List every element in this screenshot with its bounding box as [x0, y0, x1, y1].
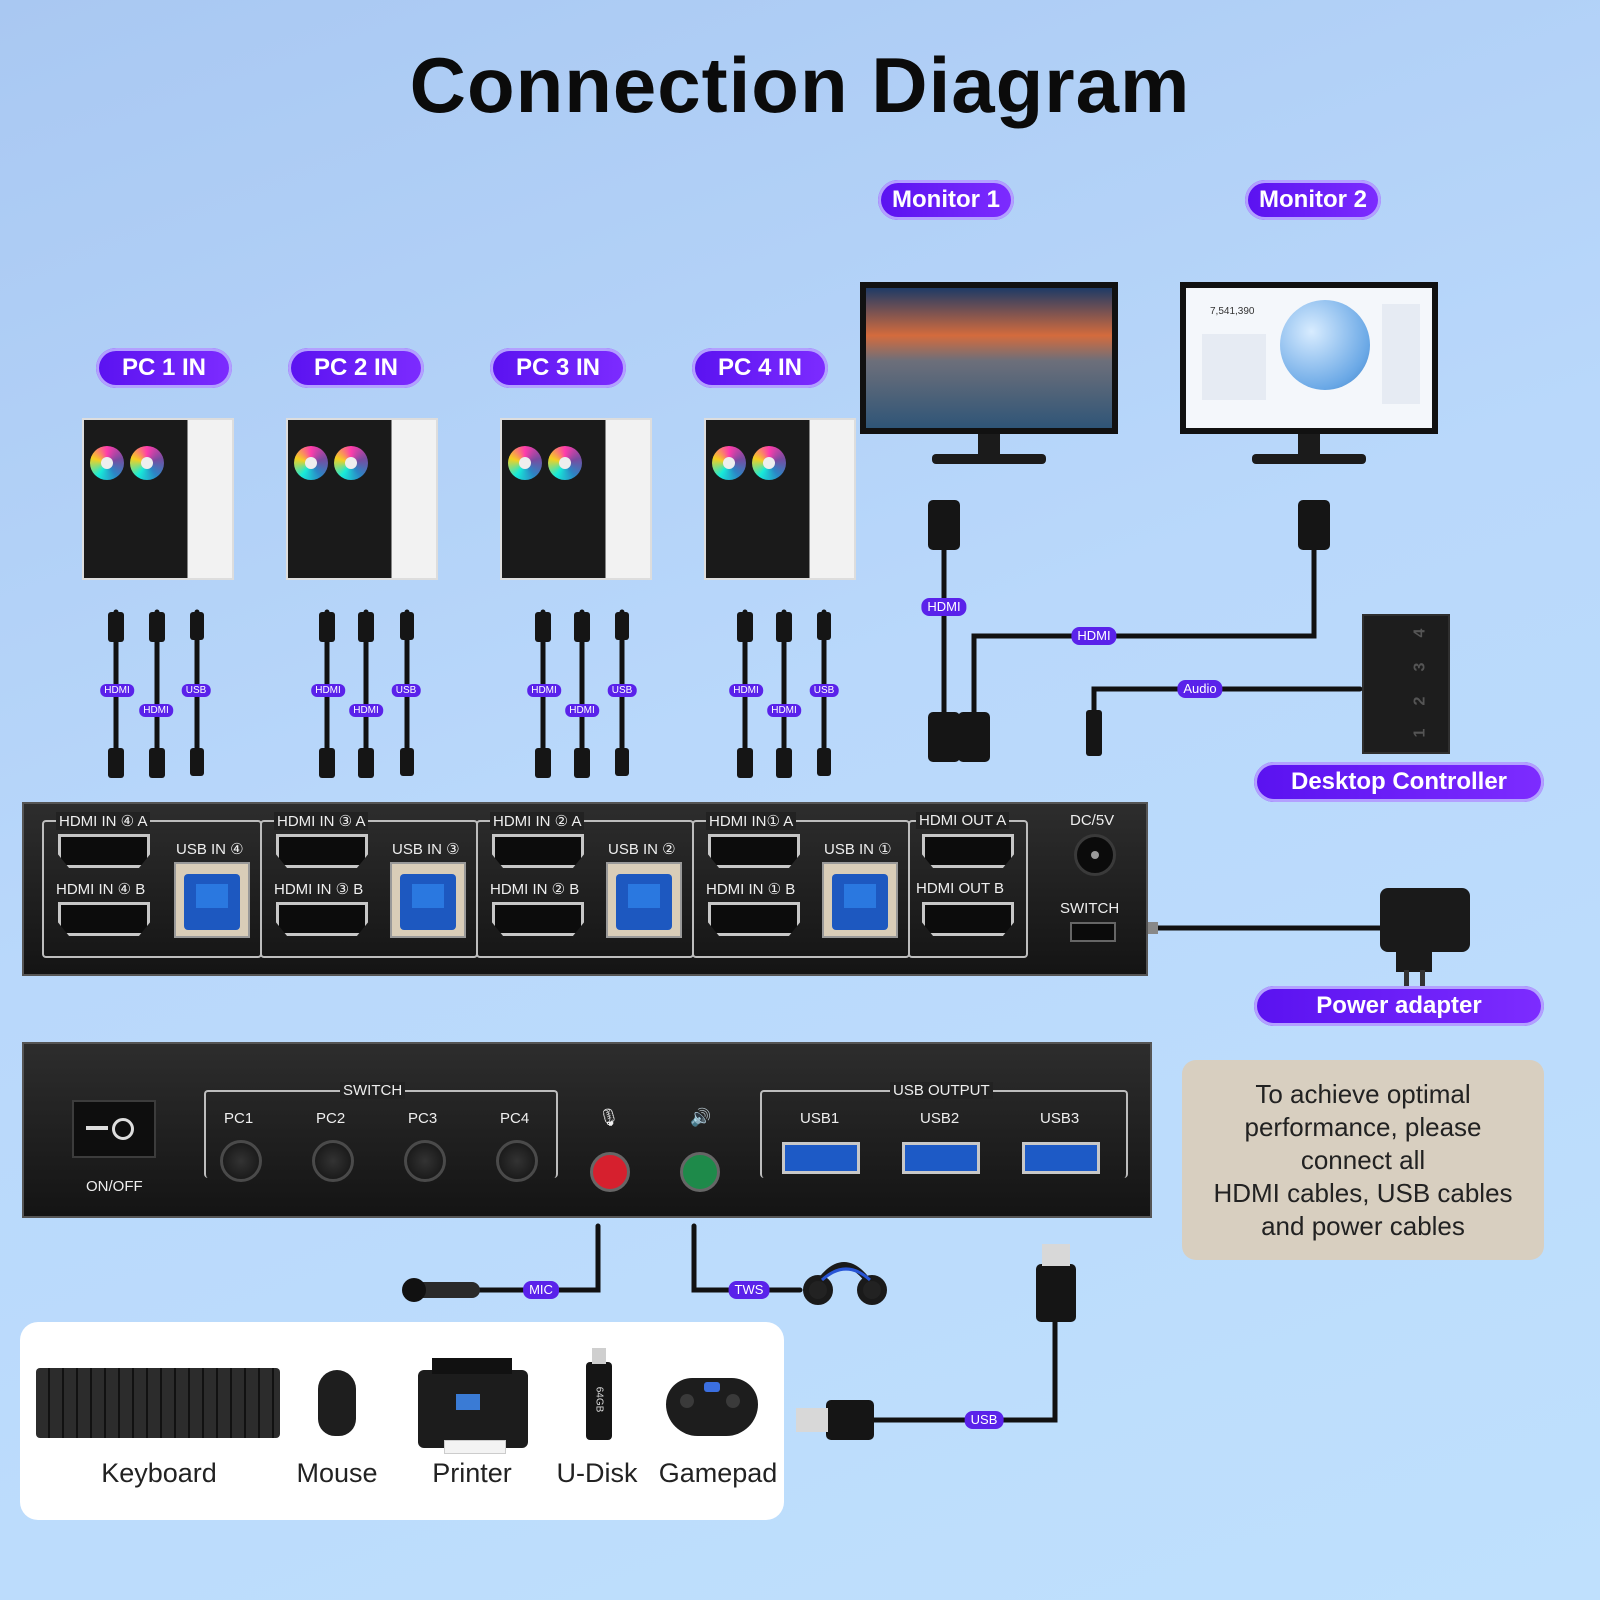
pc3-switch-button[interactable] — [404, 1140, 446, 1182]
pc1-usb-tag: USB — [181, 684, 211, 697]
pc2-switch-button[interactable] — [312, 1140, 354, 1182]
monitor-2-screen: 7,541,390 — [1180, 282, 1438, 434]
usb2-port[interactable] — [902, 1142, 980, 1174]
u-disk-label: U-Disk — [556, 1458, 638, 1488]
kvm-back-panel: HDMI IN ④ A HDMI IN ④ B USB IN ④ HDMI IN… — [22, 802, 1148, 976]
usb-peripheral-cable — [867, 1317, 1058, 1423]
headphones-icon — [803, 1262, 887, 1305]
pc-2-label: PC 2 IN — [288, 348, 424, 388]
pc-4-label: PC 4 IN — [692, 348, 828, 388]
keyboard-label: Keyboard — [101, 1458, 217, 1488]
hdmi-in-2b-port[interactable] — [492, 902, 584, 936]
usb-in-1-port[interactable] — [822, 862, 898, 938]
pc-3-label: PC 3 IN — [490, 348, 626, 388]
monitor-1 — [860, 282, 1118, 474]
pc3-hdmi-tag-b: HDMI — [565, 704, 599, 717]
hdmi-in-4b-port[interactable] — [58, 902, 150, 936]
hdmi-in-1a-port[interactable] — [708, 834, 800, 868]
pc2-hdmi-tag-a: HDMI — [311, 684, 345, 697]
pc4-switch-button[interactable] — [496, 1140, 538, 1182]
pc-connector-heads — [108, 612, 831, 778]
speaker-icon: 🔊 — [690, 1108, 712, 1127]
microphone-icon — [402, 1278, 480, 1302]
pc-3-tower-icon — [500, 418, 652, 586]
hdmi-in-3a-port[interactable] — [276, 834, 368, 868]
connection-note: To achieve optimal performance, please c… — [1182, 1060, 1544, 1260]
controller-audio-tag: Audio — [1177, 680, 1223, 698]
mouse-label: Mouse — [296, 1458, 378, 1488]
power-switch[interactable] — [72, 1100, 156, 1158]
pc-1-label: PC 1 IN — [96, 348, 232, 388]
mic-cable — [467, 1223, 601, 1293]
printer-label: Printer — [432, 1458, 512, 1488]
power-switch-label: ON/OFF — [86, 1178, 143, 1195]
monitor2-hdmi-cable — [971, 537, 1317, 743]
monitor-2: 7,541,390 — [1180, 282, 1438, 474]
usb-in-3-port[interactable] — [390, 862, 466, 938]
pc2-hdmi-tag-b: HDMI — [349, 704, 383, 717]
usb-drive-icon: 64GB — [586, 1348, 612, 1440]
page-title: Connection Diagram — [409, 41, 1191, 129]
desktop-controller: 4 3 2 1 — [1362, 614, 1450, 754]
desktop-controller-label: Desktop Controller — [1254, 762, 1544, 802]
power-adapter-label: Power adapter — [1254, 986, 1544, 1026]
pc1-hdmi-tag-a: HDMI — [100, 684, 134, 697]
usb3-port[interactable] — [1022, 1142, 1100, 1174]
speaker-jack[interactable] — [680, 1152, 720, 1192]
gamepad-label: Gamepad — [658, 1458, 778, 1488]
monitor2-hdmi-tag: HDMI — [1071, 627, 1117, 645]
pc4-hdmi-tag-b: HDMI — [767, 704, 801, 717]
mic-tag: MIC — [523, 1281, 559, 1299]
pc1-hdmi-tag-b: HDMI — [139, 704, 173, 717]
monitor-2-label: Monitor 2 — [1245, 180, 1381, 220]
tws-tag: TWS — [728, 1281, 770, 1299]
gamepad-icon — [666, 1378, 758, 1436]
dc-power-jack[interactable] — [1074, 834, 1116, 876]
monitor-1-screen — [860, 282, 1118, 434]
pc1-switch-button[interactable] — [220, 1140, 262, 1182]
hdmi-in-1b-port[interactable] — [708, 902, 800, 936]
pc-4-tower-icon — [704, 418, 856, 586]
usb-devices-card: 64GB Keyboard Mouse Printer U-Disk Gamep… — [20, 1322, 784, 1520]
pc4-usb-tag: USB — [809, 684, 839, 697]
monitor1-hdmi-tag: HDMI — [921, 598, 967, 616]
pc-1-tower-icon — [82, 418, 234, 586]
monitor-1-label: Monitor 1 — [878, 180, 1014, 220]
mouse-icon — [318, 1370, 356, 1436]
hdmi-in-4a-port[interactable] — [58, 834, 150, 868]
pc-2-tower-icon — [286, 418, 438, 586]
microphone-icon: 🎙 — [598, 1108, 620, 1127]
keyboard-icon — [36, 1368, 280, 1438]
power-adapter-icon — [1146, 888, 1470, 988]
hdmi-in-3b-port[interactable] — [276, 902, 368, 936]
usb-in-2-port[interactable] — [606, 862, 682, 938]
hdmi-out-b-port[interactable] — [922, 902, 1014, 936]
hdmi-in-2a-port[interactable] — [492, 834, 584, 868]
controller-audio-cable — [1091, 686, 1363, 743]
hdmi-out-a-port[interactable] — [922, 834, 1014, 868]
pc2-usb-tag: USB — [391, 684, 421, 697]
globe-icon — [1280, 300, 1370, 390]
printer-icon — [418, 1358, 528, 1454]
pc3-hdmi-tag-a: HDMI — [527, 684, 561, 697]
kvm-front-panel: ON/OFF SWITCH PC1 PC2 PC3 PC4 🎙 🔊 USB OU… — [22, 1042, 1152, 1218]
usb-in-4-port[interactable] — [174, 862, 250, 938]
usb1-port[interactable] — [782, 1142, 860, 1174]
usb-tag: USB — [964, 1411, 1004, 1429]
switch-controller-port[interactable] — [1070, 922, 1116, 942]
pc3-usb-tag: USB — [607, 684, 637, 697]
pc4-hdmi-tag-a: HDMI — [729, 684, 763, 697]
mic-jack[interactable] — [590, 1152, 630, 1192]
